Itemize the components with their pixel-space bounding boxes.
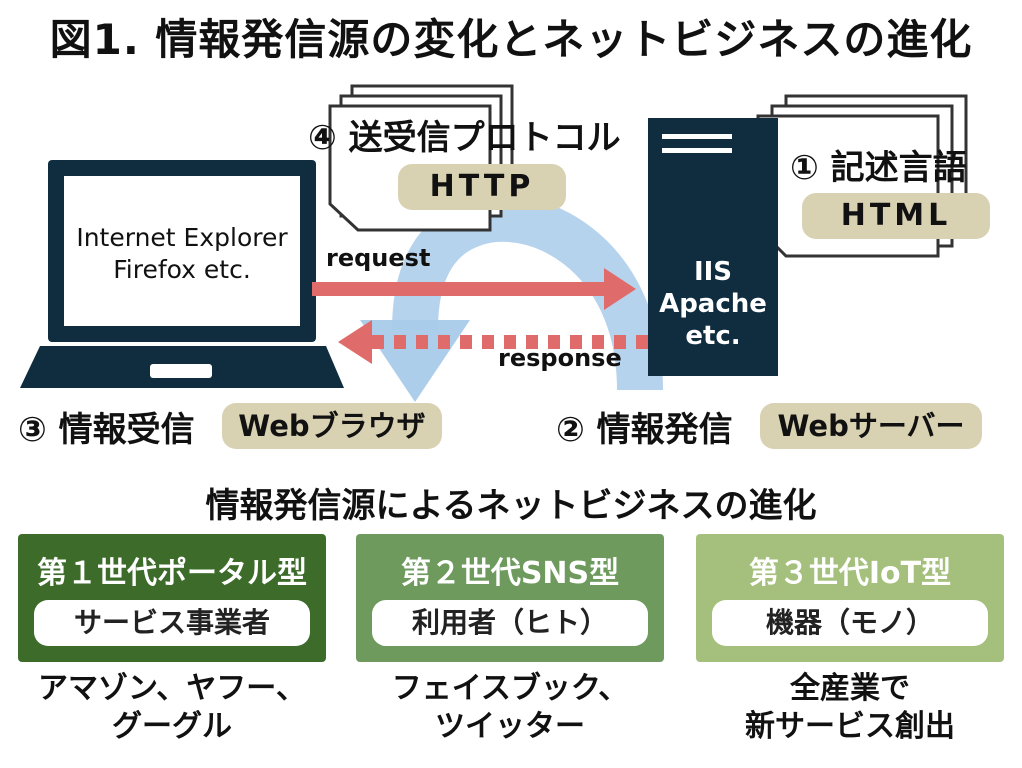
server-pill: Webサーバー bbox=[760, 403, 982, 449]
response-arrow bbox=[338, 320, 648, 364]
generation-1-examples: アマゾン、ヤフー、 グーグル bbox=[18, 670, 326, 746]
generation-3-pill: 機器（モノ） bbox=[712, 600, 988, 646]
protocol-caption: ④ 送受信プロトコル bbox=[308, 118, 621, 158]
browser-name-2: Firefox etc. bbox=[113, 255, 251, 284]
browser-name-1: Internet Explorer bbox=[76, 223, 288, 252]
protocol-pill: HTTP bbox=[398, 164, 566, 210]
generation-1-pill: サービス事業者 bbox=[34, 600, 310, 646]
language-caption: ① 記述言語 bbox=[790, 148, 967, 188]
generation-2-pill: 利用者（ヒト） bbox=[372, 600, 648, 646]
browser-pill: Webブラウザ bbox=[222, 403, 442, 449]
browser-screen-text: Internet Explorer Firefox etc. bbox=[64, 222, 300, 286]
generation-3-box: 第３世代IoT型 機器（モノ） bbox=[696, 534, 1004, 662]
generation-2-example-line1: フェイスブック、 bbox=[391, 671, 629, 706]
laptop-icon bbox=[20, 160, 344, 388]
server-text: IIS Apache etc. bbox=[648, 256, 778, 352]
response-label: response bbox=[498, 344, 622, 372]
generation-1-box: 第１世代ポータル型 サービス事業者 bbox=[18, 534, 326, 662]
browser-caption: ③ 情報受信 bbox=[18, 410, 195, 450]
generation-3-examples: 全産業で 新サービス創出 bbox=[696, 670, 1004, 746]
request-label: request bbox=[326, 244, 431, 272]
generation-2-example-line2: ツイッター bbox=[435, 709, 585, 744]
generation-3-example-line1: 全産業で bbox=[790, 671, 910, 706]
generation-3-title: 第３世代IoT型 bbox=[748, 556, 952, 591]
generation-2-box: 第２世代SNS型 利用者（ヒト） bbox=[356, 534, 664, 662]
generation-3-example-line2: 新サービス創出 bbox=[745, 709, 955, 744]
figure-title: 図1. 情報発信源の変化とネットビジネスの進化 bbox=[49, 15, 973, 64]
language-pill: HTML bbox=[802, 193, 990, 239]
generation-2-title: 第２世代SNS型 bbox=[400, 556, 620, 591]
server-name-3: etc. bbox=[685, 321, 741, 351]
server-icon bbox=[648, 118, 778, 376]
generation-1-example-line2: グーグル bbox=[112, 709, 232, 744]
generation-2-examples: フェイスブック、 ツイッター bbox=[356, 670, 664, 746]
request-arrow bbox=[312, 268, 636, 310]
server-caption: ② 情報発信 bbox=[556, 410, 733, 450]
generation-1-title: 第１世代ポータル型 bbox=[37, 556, 307, 591]
server-name-2: Apache bbox=[659, 289, 767, 319]
evolution-heading: 情報発信源によるネットビジネスの進化 bbox=[205, 486, 817, 526]
generation-1-example-line1: アマゾン、ヤフー、 bbox=[38, 671, 306, 706]
server-name-1: IIS bbox=[693, 257, 733, 287]
